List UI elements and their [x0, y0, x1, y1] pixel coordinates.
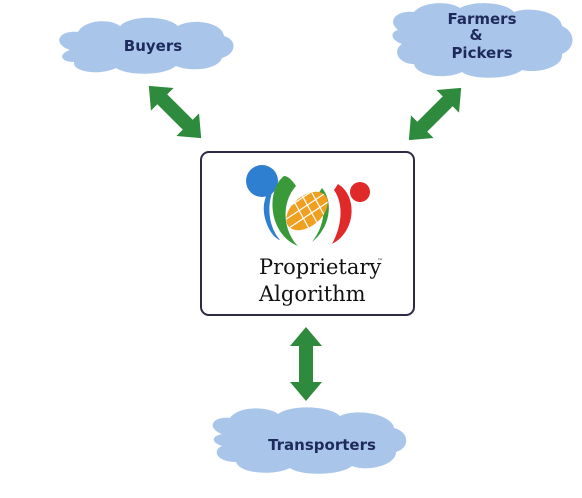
pickers-label: Pickers	[451, 44, 512, 62]
buyers-arrow-shape	[148, 85, 202, 139]
logo-red-arm	[332, 184, 352, 244]
farmers-arrow-shape	[408, 87, 462, 141]
logo-blue-arm	[263, 180, 280, 240]
logo-red-head	[350, 182, 370, 202]
farmers-arrow	[408, 87, 462, 141]
buyers-cloud-shape	[59, 17, 234, 74]
algorithm-line-2: Algorithm	[258, 282, 366, 306]
buyers-node: Buyers	[59, 17, 234, 74]
transporters-label: Transporters	[268, 436, 376, 454]
farmers-cloud-shape	[392, 3, 573, 78]
transporters-cloud-shape	[212, 407, 407, 474]
farmers-label: Farmers	[447, 10, 516, 28]
buyers-label: Buyers	[124, 37, 182, 55]
logo-green-arm	[272, 176, 298, 246]
farmers-pickers-node: Farmers & Pickers	[392, 3, 573, 78]
transporters-arrow-shape	[290, 327, 322, 401]
algorithm-line-1: Proprietary	[259, 255, 381, 279]
logo-blue-head	[246, 165, 278, 197]
transporters-node: Transporters	[212, 407, 407, 474]
trademark-mark: ™	[377, 258, 383, 265]
transporters-arrow	[290, 327, 322, 401]
ampersand-label: &	[469, 26, 482, 44]
buyers-arrow	[148, 85, 202, 139]
algorithm-box: Proprietary ™ Algorithm	[200, 151, 415, 316]
